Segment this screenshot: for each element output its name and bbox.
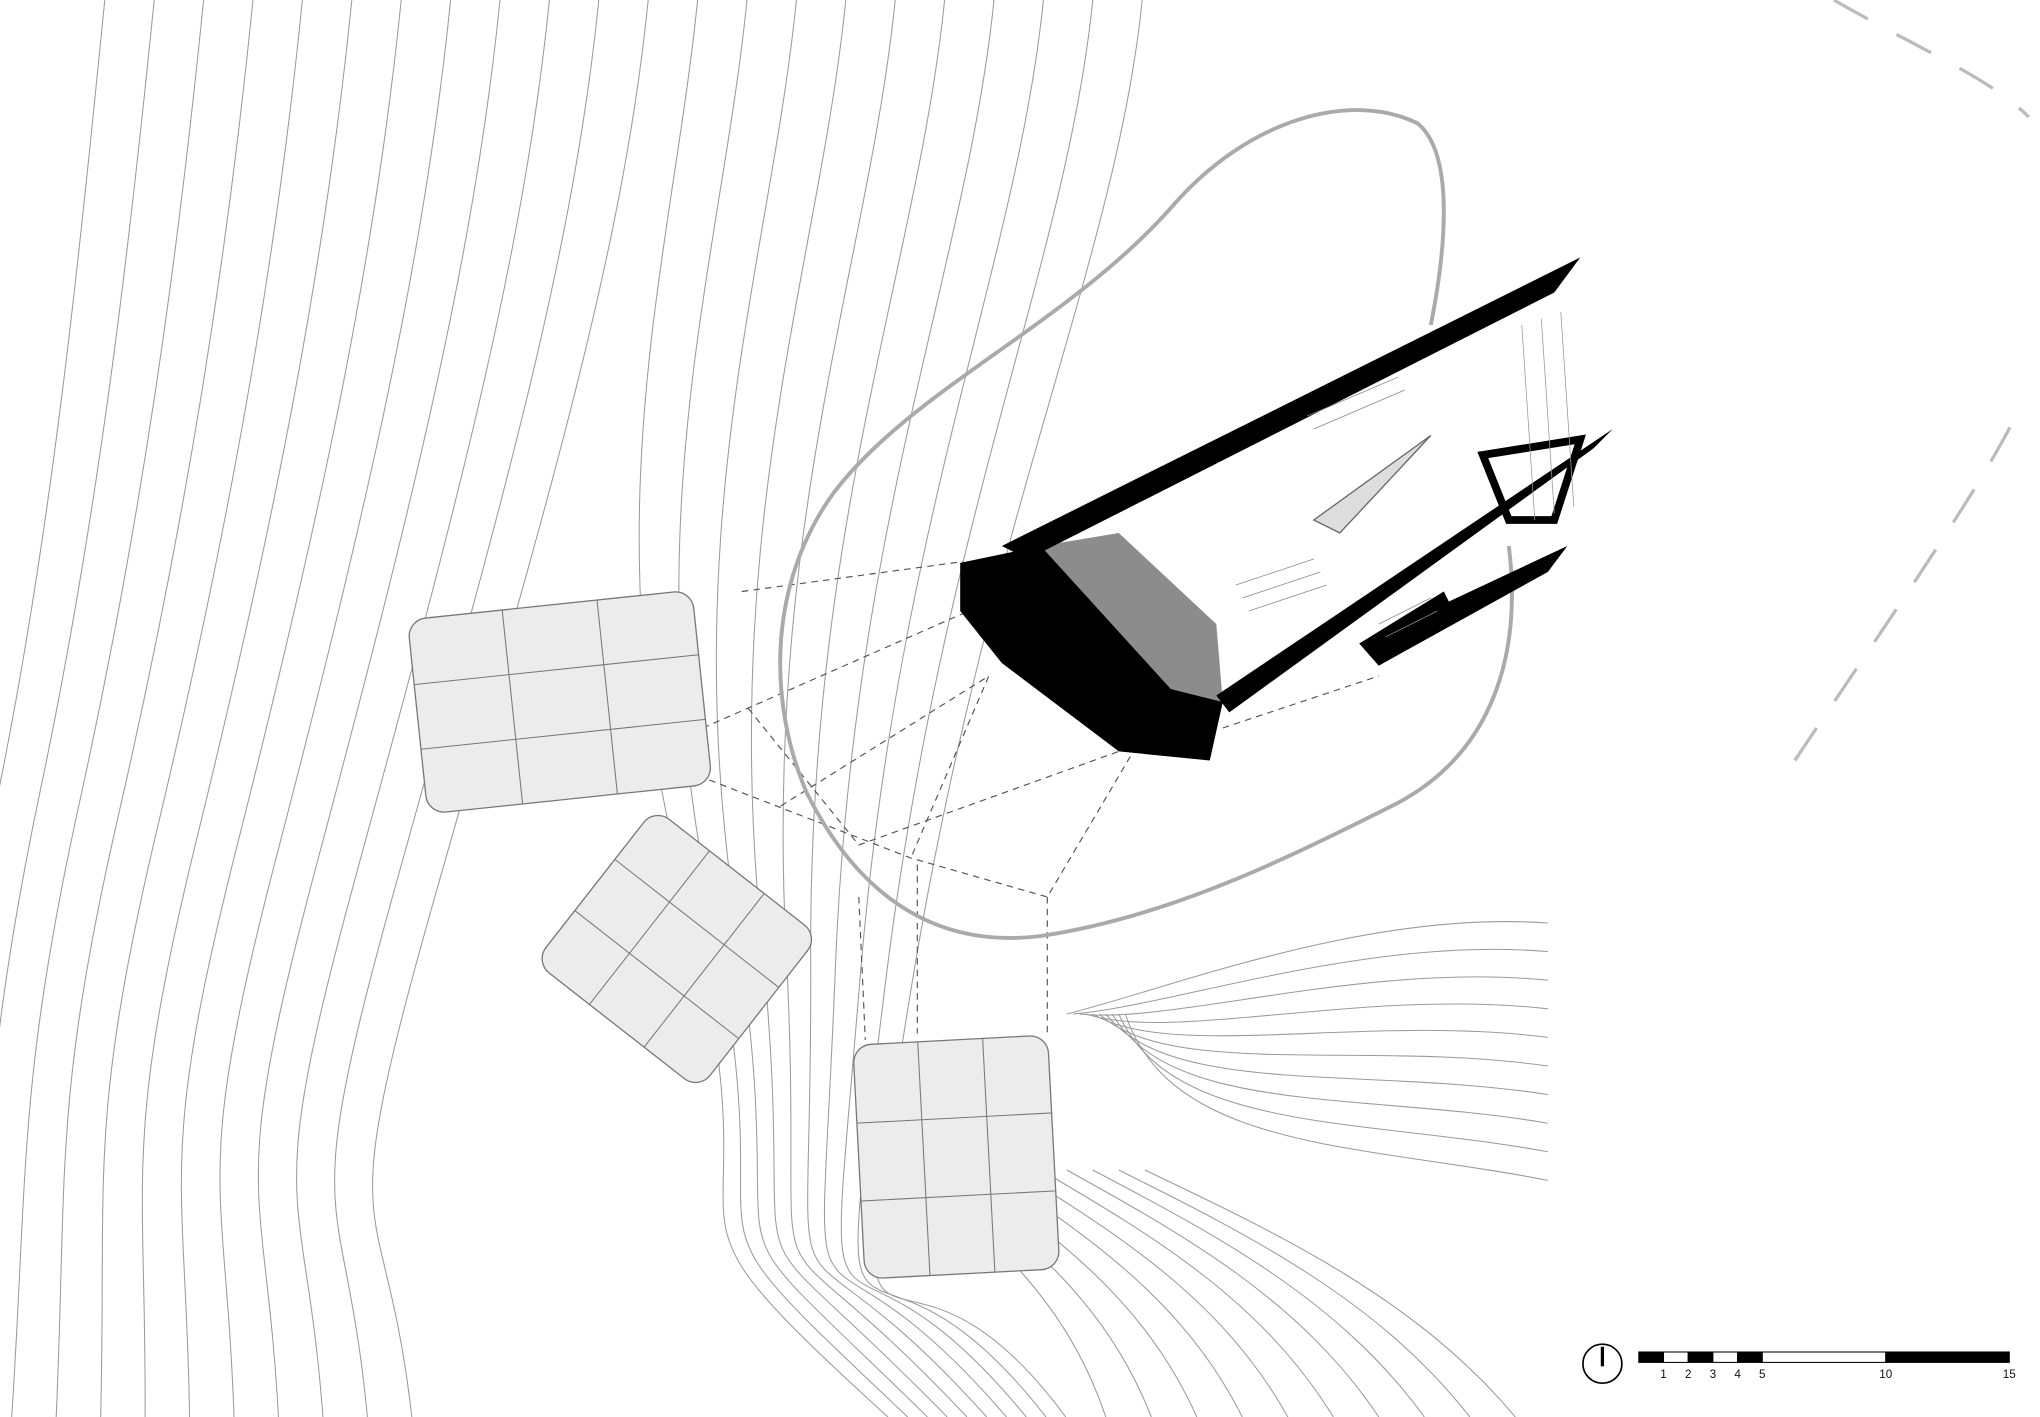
contour-line: [257, 0, 501, 1417]
contour-line: [1118, 1013, 1548, 1153]
contour-line: [1092, 1013, 1548, 1038]
scale-label: 5: [1759, 1368, 1766, 1381]
north-arrow-icon: [1582, 1343, 1623, 1385]
contour-line: [1118, 1169, 1471, 1417]
contour-line: [823, 0, 1007, 1417]
contour-line: [1144, 1169, 1516, 1417]
stair-lines: [1235, 376, 1438, 638]
scale-bar: 1 2 3 4 5 10 15: [1638, 1351, 2017, 1381]
contour-line: [1124, 1013, 1548, 1181]
contour-line: [840, 0, 1044, 1417]
contour-line: [1073, 948, 1548, 1015]
scale-label: 4: [1734, 1368, 1741, 1381]
contour-line: [11, 0, 205, 1417]
scale-label: 3: [1710, 1368, 1717, 1381]
solid-mass: [960, 546, 1223, 761]
contour-line: [1832, 0, 2030, 119]
contour-line: [334, 0, 600, 1417]
scale-segment: [1885, 1351, 2010, 1363]
pod: [853, 1035, 1060, 1279]
contour-line: [0, 0, 106, 787]
scale-segment: [1761, 1351, 1887, 1363]
contour-line: [219, 0, 452, 1417]
skylight: [1312, 434, 1432, 534]
contour-line: [372, 0, 649, 1417]
core-room: [1477, 434, 1586, 524]
contour-line: [857, 0, 1094, 1417]
contour-line: [1098, 1013, 1548, 1067]
scale-segment: [1638, 1351, 1665, 1363]
middle-wall: [1216, 429, 1613, 713]
contour-line: [1066, 921, 1548, 1015]
contour-line: [141, 0, 353, 1417]
pod: [541, 814, 813, 1084]
scale-segment: [1737, 1351, 1763, 1363]
scale-segment: [1687, 1351, 1714, 1363]
scale-label: 2: [1685, 1368, 1692, 1381]
scale-label: 1: [1660, 1368, 1667, 1381]
pod: [408, 591, 712, 813]
contour-line: [100, 0, 303, 1417]
contour-line: [1086, 1003, 1548, 1023]
dashed-paths: [702, 561, 1379, 1041]
scale-segment: [1712, 1351, 1739, 1363]
interior-floor: [1040, 533, 1223, 702]
glazing: [1521, 311, 1575, 521]
contour-line: [1066, 1169, 1380, 1417]
contour-line: [1092, 1169, 1425, 1417]
scale-label: 15: [2003, 1368, 2017, 1381]
contour-line: [1793, 415, 2018, 762]
contour-line: [1040, 1169, 1334, 1417]
contour-line: [0, 0, 155, 1029]
stair-block: [1359, 591, 1457, 666]
contour-line: [874, 0, 1143, 1417]
contour-line: [807, 0, 988, 1417]
contour-line: [55, 0, 254, 1417]
contour-line: [180, 0, 402, 1417]
contour-line: [1111, 1013, 1548, 1124]
contour-line: [296, 0, 550, 1417]
pods: [408, 591, 1060, 1279]
scale-label: 10: [1879, 1368, 1893, 1381]
contour-line: [1079, 976, 1548, 1016]
building: [960, 257, 1613, 761]
scale-segment: [1662, 1351, 1689, 1363]
upper-wall: [1001, 257, 1581, 559]
terrace-outline: [778, 108, 1514, 940]
contour-line: [1105, 1013, 1548, 1096]
